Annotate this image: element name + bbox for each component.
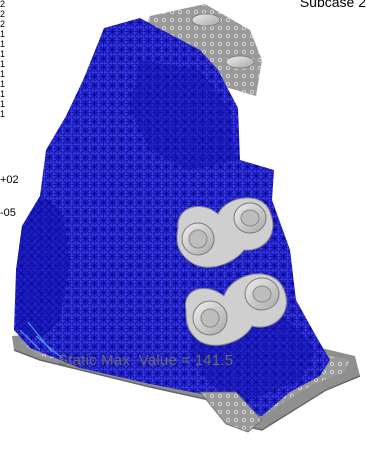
upper-lug	[176, 197, 274, 268]
static-max-value-label: Static Max. Value = 141.5	[58, 352, 234, 369]
legend-tick: 1	[0, 49, 6, 59]
legend-tick: 2	[0, 0, 6, 9]
legend-max-value: +02	[0, 174, 19, 186]
legend-tick: 1	[0, 89, 6, 99]
legend-tick: 2	[0, 9, 6, 19]
mounting-boss-icon	[225, 55, 255, 69]
top-rib-gray	[140, 4, 262, 96]
legend-tick: 1	[0, 79, 6, 89]
subcase-label: Subcase 2	[299, 0, 366, 10]
legend-tick: 1	[0, 99, 6, 109]
legend-tick: 1	[0, 29, 6, 39]
legend-min-value: -05	[0, 207, 16, 219]
legend-tick: 2	[0, 19, 6, 29]
fem-mesh-render	[12, 4, 361, 433]
lower-lug	[185, 273, 287, 346]
legend-tick: 1	[0, 109, 6, 119]
front-flange	[199, 391, 263, 433]
legend-tick: 1	[0, 69, 6, 79]
mounting-boss-icon	[191, 13, 221, 27]
legend-tick: 1	[0, 39, 6, 49]
legend-tick: 1	[0, 59, 6, 69]
